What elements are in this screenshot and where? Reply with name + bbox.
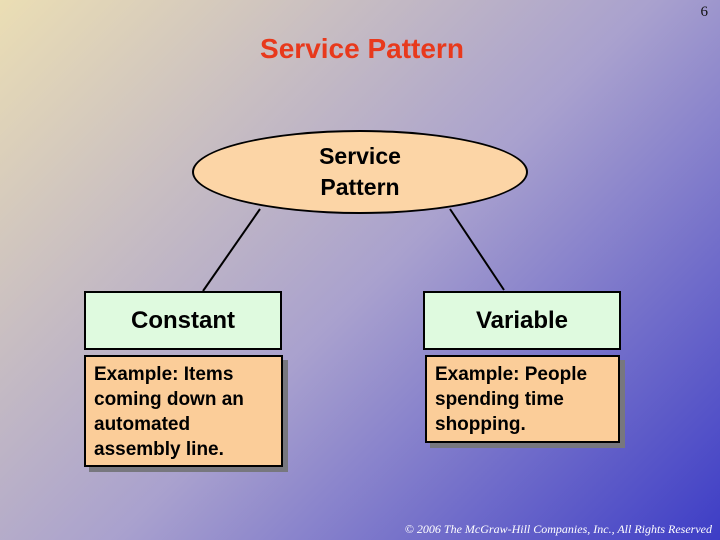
variable-example-box: Example: People spending time shopping.	[425, 355, 620, 443]
connector-line-left	[202, 208, 261, 292]
constant-example-box: Example: Items coming down an automated …	[84, 355, 283, 467]
slide-title: Service Pattern	[260, 33, 464, 64]
constant-heading-box: Constant	[84, 291, 282, 350]
copyright-footer: © 2006 The McGraw-Hill Companies, Inc., …	[404, 522, 712, 536]
connector-line-right	[449, 208, 505, 291]
variable-heading-box: Variable	[423, 291, 621, 350]
service-pattern-ellipse-label: Service Pattern	[319, 143, 401, 200]
page-number: 6	[700, 4, 709, 20]
service-pattern-ellipse: Service Pattern	[192, 130, 528, 214]
